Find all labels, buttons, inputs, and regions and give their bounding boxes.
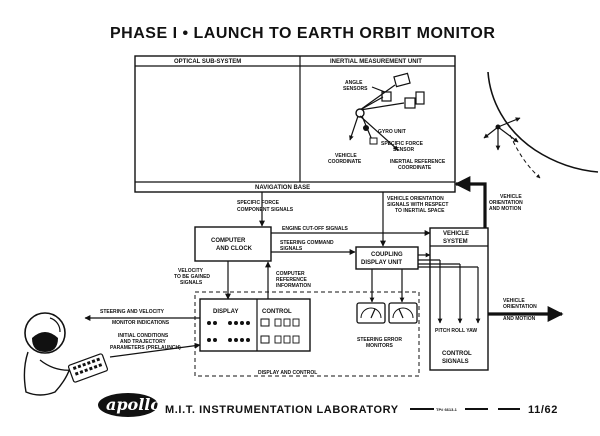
inertial-reference-label-2: COORDINATE [398,165,432,171]
computer-and-clock-box [194,226,272,262]
gyro-assembly-icon [349,72,425,151]
velocity-signals-label: VELOCITY [178,268,204,274]
computer-reference-label-2: REFERENCE [276,277,308,283]
orientation-signals-label-3: TO INERTIAL SPACE [395,208,445,214]
computer-reference-label: COMPUTER [276,271,305,277]
orientation-signals-label-2: SIGNALS WITH RESPECT [387,202,448,208]
vehicle-orientation-right-label-3: AND MOTION [503,316,536,322]
computer-label: COMPUTER [211,238,246,244]
vehicle-coordinate-label: VEHICLE [335,153,357,159]
vehicle-system-label-2: SYSTEM [443,239,468,245]
computer-reference-label-3: INFORMATION [276,283,311,289]
coupling-display-unit-box [355,246,419,270]
angle-sensors-label: ANGLE [345,80,363,86]
vehicle-orientation-right-label-2: ORIENTATION [503,304,537,310]
vehicle-orientation-top-label-3: AND MOTION [489,206,522,212]
orbit-sketch [483,71,599,179]
steering-error-label-2: MONITORS [366,343,394,349]
steering-error-monitor-left-icon [356,302,386,324]
control-signals-label-2: SIGNALS [442,359,469,365]
display-control-panel [199,298,311,352]
computer-label-2: AND CLOCK [216,246,253,252]
page-title: PHASE I • LAUNCH TO EARTH ORBIT MONITOR [110,25,495,42]
engine-cutoff-label: ENGINE CUT-OFF SIGNALS [282,226,349,232]
optical-subsystem-label: OPTICAL SUB-SYSTEM [174,59,241,65]
pitch-roll-yaw-label: PITCH ROLL YAW [435,328,477,334]
inertial-reference-label: INERTIAL REFERENCE [390,159,446,165]
specific-force-sensor-label-2: SENSOR [393,147,415,153]
angle-sensors-label-2: SENSORS [343,86,368,92]
steering-velocity-label-2: MONITOR INDICATIONS [112,320,170,326]
vehicle-coordinate-label-2: COORDINATE [328,159,362,165]
specific-force-signals-label-2: COMPONENT SIGNALS [237,207,294,213]
orientation-signals-label: VEHICLE ORIENTATION [387,196,444,202]
lab-name: M.I.T. INSTRUMENTATION LABORATORY [165,404,399,416]
astronaut-figure [23,312,109,396]
vehicle-orientation-top-label-2: ORIENTATION [489,200,523,206]
imu-label: INERTIAL MEASUREMENT UNIT [330,59,422,65]
control-label: CONTROL [262,309,292,315]
apollo-logo-text: apollo [106,395,161,414]
control-signals-label: CONTROL [442,351,472,357]
footer: apollo M.I.T. INSTRUMENTATION LABORATORY… [98,393,558,417]
date-label: 11/62 [528,404,558,416]
steering-velocity-label: STEERING AND VELOCITY [100,309,165,315]
coupling-unit-label-2: DISPLAY UNIT [361,260,402,266]
velocity-signals-label-3: SIGNALS [180,280,203,286]
reference-number: TP# 6613-1 [436,407,458,412]
initial-conditions-label-2: AND TRAJECTORY [120,339,167,345]
navigation-base-label: NAVIGATION BASE [255,185,310,191]
steering-command-label: STEERING COMMAND [280,240,334,246]
coupling-unit-label: COUPLING [371,252,403,258]
display-and-control-label: DISPLAY AND CONTROL [258,370,317,376]
control-keypad [260,318,300,344]
vehicle-system-label: VEHICLE [443,231,469,237]
vehicle-orientation-top-label: VEHICLE [500,194,522,200]
velocity-signals-label-2: TO BE GAINED [174,274,210,280]
display-readouts [207,321,250,342]
steering-error-monitor-right-icon [388,302,418,324]
steering-command-label-2: SIGNALS [280,246,303,252]
apollo-logo-badge [98,393,158,417]
specific-force-signals-label: SPECIFIC FORCE [237,200,280,206]
steering-error-label: STEERING ERROR [357,337,402,343]
vehicle-system-box [429,227,489,371]
display-label: DISPLAY [213,309,238,315]
display-and-control-enclosure [194,291,420,377]
specific-force-sensor-label: SPECIFIC FORCE [381,141,424,147]
initial-conditions-label: INITIAL CONDITIONS [118,333,169,339]
initial-conditions-label-3: PARAMETERS (PRELAUNCH) [110,345,181,351]
gyro-unit-label: GYRO UNIT [378,129,406,135]
vehicle-orientation-right-label: VEHICLE [503,298,525,304]
